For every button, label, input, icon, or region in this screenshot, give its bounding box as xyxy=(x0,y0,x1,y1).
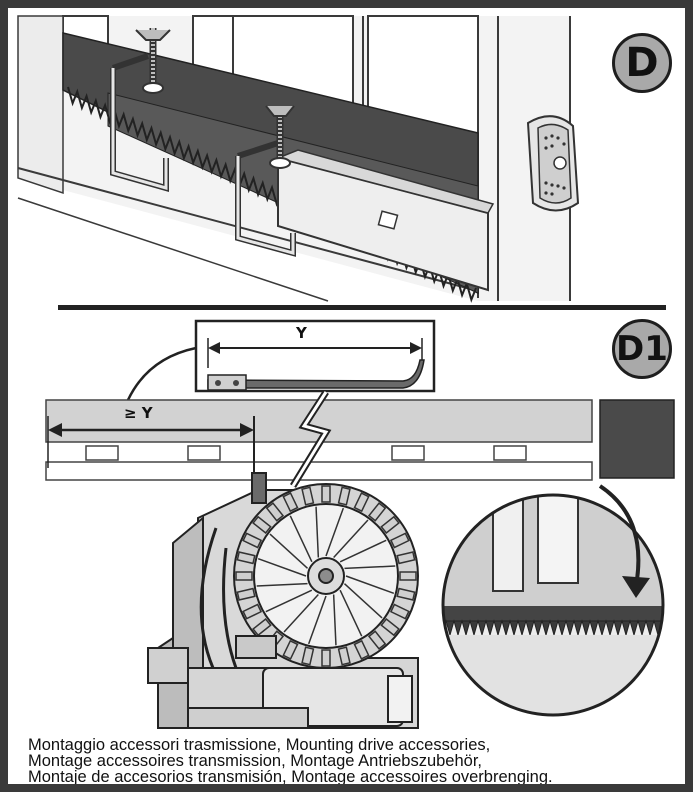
offset-length-label: ≥ Y xyxy=(124,404,153,422)
step-badge-d: D xyxy=(612,33,672,93)
gate-end-block xyxy=(599,399,675,479)
bracket-bolt-1 xyxy=(135,28,171,94)
offset-dimension-arrow xyxy=(47,416,255,483)
bracket-bolt-2 xyxy=(265,105,295,169)
remote-control-unit xyxy=(526,115,580,212)
panel-separator xyxy=(58,305,666,310)
step-label: D xyxy=(625,40,659,86)
motor-fan xyxy=(235,485,417,667)
caption-line: Montaje de accesorios transmisión, Monta… xyxy=(28,768,553,786)
step-badge-d1: D1 xyxy=(612,319,672,379)
arc-length-label: Y xyxy=(296,324,307,342)
caption: Montaggio accessori trasmissione, Mounti… xyxy=(28,736,678,786)
step-label: D1 xyxy=(616,329,668,369)
gear-motor-unit xyxy=(147,472,419,729)
assembly-illustration xyxy=(17,15,675,729)
caption-line: Montaggio accessori trasmissione, Mounti… xyxy=(28,736,491,754)
panel-d-scene xyxy=(17,15,580,303)
caption-line: Montage accessoires transmission, Montag… xyxy=(28,752,482,770)
rack-curve-inset xyxy=(194,319,436,393)
